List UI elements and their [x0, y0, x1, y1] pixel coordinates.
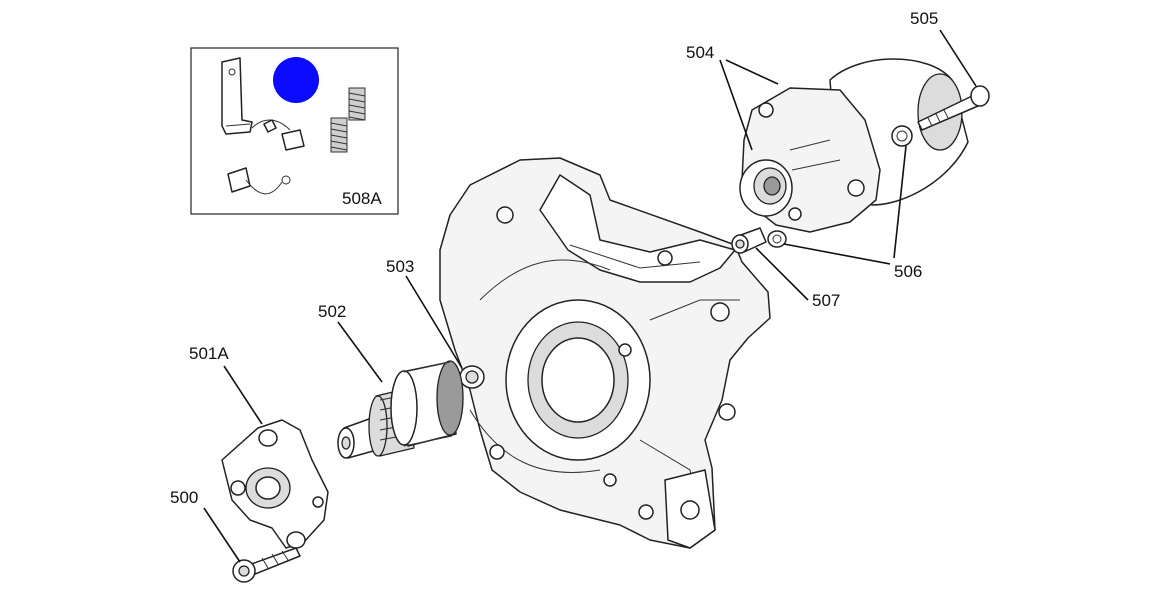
callout-507: 507: [812, 291, 840, 310]
callout-504: 504: [686, 43, 714, 62]
starter-drive-gear: [337, 360, 464, 459]
callout-labels: 500 501A 502 503 504 505 506 507: [170, 9, 938, 507]
crankcase-housing: [439, 157, 771, 549]
leader-lines: [203, 29, 977, 563]
callout-501a: 501A: [189, 344, 229, 363]
screw-500: [232, 547, 301, 583]
spring-upper: [348, 87, 366, 121]
callout-500: 500: [170, 488, 198, 507]
starter-motor: [739, 58, 969, 248]
bolt-507: [731, 227, 767, 254]
callout-506: 506: [894, 262, 922, 281]
callout-503: 503: [386, 257, 414, 276]
bolt-505: [917, 85, 990, 131]
callout-502: 502: [318, 302, 346, 321]
inset-508a: 508A: [190, 47, 399, 215]
cover-bracket: [221, 419, 329, 549]
callout-508a: 508A: [342, 189, 382, 208]
highlight-marker: [273, 57, 319, 103]
spring-lower: [330, 117, 348, 153]
callout-505: 505: [910, 9, 938, 28]
